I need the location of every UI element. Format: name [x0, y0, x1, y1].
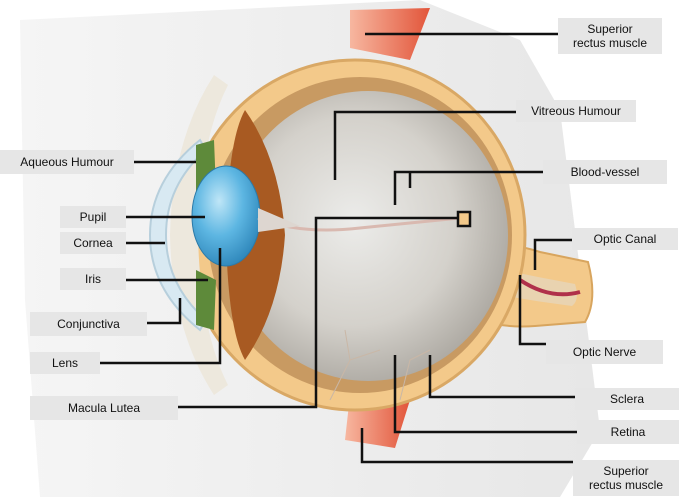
label-lens: Lens	[30, 352, 100, 374]
label-blood-vessel: Blood-vessel	[543, 160, 667, 184]
label-aqueous-humour: Aqueous Humour	[0, 150, 134, 174]
macula-marker	[458, 212, 470, 226]
label-pupil: Pupil	[60, 206, 126, 228]
label-superior-rectus-top: Superior rectus muscle	[558, 18, 662, 54]
label-macula-lutea: Macula Lutea	[30, 396, 178, 420]
label-vitreous-humour: Vitreous Humour	[516, 100, 636, 122]
label-optic-nerve: Optic Nerve	[546, 340, 663, 364]
label-cornea: Cornea	[60, 232, 126, 254]
label-iris: Iris	[60, 268, 126, 290]
label-conjunctiva: Conjunctiva	[30, 312, 147, 336]
label-retina: Retina	[577, 420, 679, 444]
label-superior-rectus-bottom: Superior rectus muscle	[573, 460, 679, 496]
label-optic-canal: Optic Canal	[572, 228, 678, 250]
label-sclera: Sclera	[575, 388, 679, 410]
